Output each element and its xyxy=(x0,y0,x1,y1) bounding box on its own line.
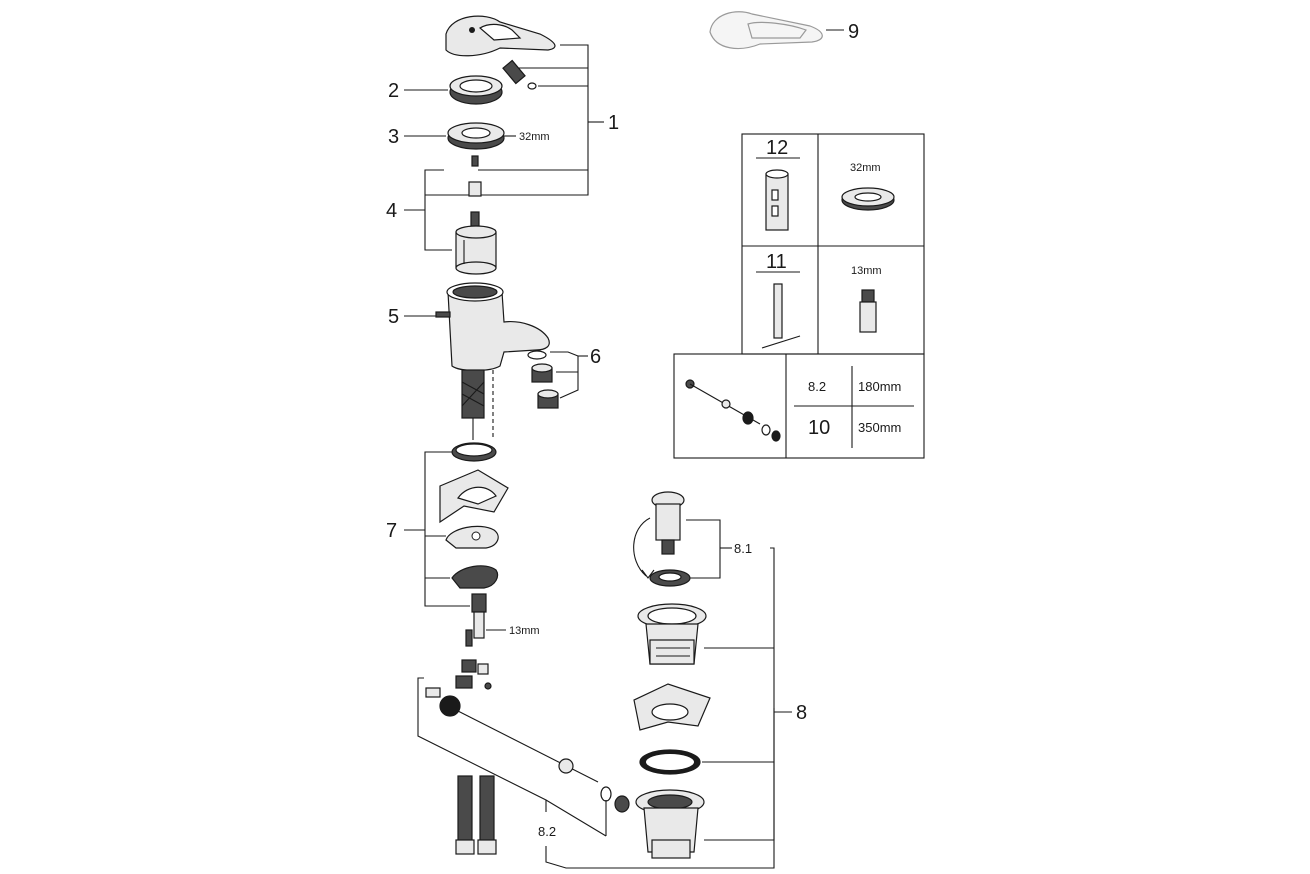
leader-lines-6 xyxy=(550,351,588,399)
rod-length-0: 180mm xyxy=(858,379,901,394)
table-item-11-size: 13mm xyxy=(851,265,882,277)
nut-size-label: 32mm xyxy=(519,131,550,143)
leader-lines-7 xyxy=(404,451,506,631)
handle-screw xyxy=(502,59,537,90)
table-item-11-number: 11 xyxy=(766,251,787,273)
callout-7: 7 xyxy=(386,520,397,542)
table-item-12-nut xyxy=(841,187,895,211)
leader-lines-1 xyxy=(425,44,604,196)
lever-handle xyxy=(445,15,556,57)
spare-parts-table xyxy=(673,133,925,459)
mixer-body xyxy=(435,282,550,372)
tool-11-key xyxy=(761,283,801,349)
callout-4: 4 xyxy=(386,200,397,222)
key-size-label: 13mm xyxy=(509,625,540,637)
mounting-kit xyxy=(439,442,509,647)
callout-3: 3 xyxy=(388,126,399,148)
rod-length-1: 350mm xyxy=(858,420,901,435)
popup-plug xyxy=(633,491,691,587)
cartridge-spindle xyxy=(468,155,482,227)
callout-6: 6 xyxy=(590,346,601,368)
waste-body-upper xyxy=(637,603,707,665)
callout-8-1: 8.1 xyxy=(734,541,752,556)
flex-hoses-fixed xyxy=(461,369,494,440)
leader-lines-8 xyxy=(686,519,792,841)
cartridge xyxy=(455,225,497,275)
table-item-12-number: 12 xyxy=(766,137,788,159)
table-item-11-part xyxy=(859,289,877,333)
callout-8-2: 8.2 xyxy=(538,824,556,839)
waste-seal xyxy=(639,749,701,775)
rod-ref-1: 10 xyxy=(808,417,830,439)
waste-body-lower xyxy=(635,789,705,859)
callout-9: 9 xyxy=(848,21,859,43)
table-rod-illustration xyxy=(685,379,781,442)
rod-ref-0: 8.2 xyxy=(808,379,826,394)
callout-1: 1 xyxy=(608,112,619,134)
lift-rod-assembly xyxy=(425,659,630,813)
leader-lines-4 xyxy=(404,169,452,251)
cap-ring xyxy=(449,75,503,105)
callout-8: 8 xyxy=(796,702,807,724)
callout-5: 5 xyxy=(388,306,399,328)
table-item-12-size: 32mm xyxy=(850,162,881,174)
tool-12-wrench-sleeve xyxy=(765,169,789,231)
supply-hoses xyxy=(455,775,497,855)
callout-2: 2 xyxy=(388,80,399,102)
aerator-set xyxy=(527,350,559,409)
cartridge-nut xyxy=(447,122,505,150)
alternative-handle xyxy=(709,11,823,50)
waste-washer-cutaway xyxy=(633,683,711,731)
